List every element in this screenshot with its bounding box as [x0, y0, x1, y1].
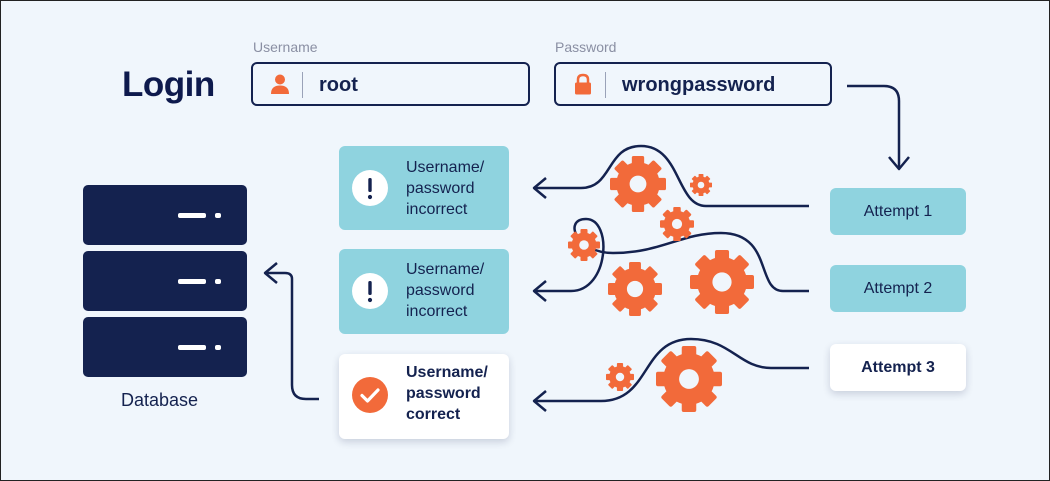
field-divider: [302, 72, 303, 98]
page-title: Login: [122, 65, 215, 104]
server-unit: [83, 185, 247, 245]
password-value: wrongpassword: [622, 74, 776, 96]
attempt-1-box: Attempt 1: [830, 188, 966, 235]
flow-path-3: [535, 337, 809, 403]
gear-icon: [660, 207, 694, 241]
exclamation-icon: [352, 273, 388, 309]
arrowhead-left-1: [532, 177, 547, 199]
username-label: Username: [253, 39, 318, 55]
gear-icon: [690, 174, 712, 196]
username-field[interactable]: root: [251, 62, 530, 106]
lock-icon: [575, 73, 591, 95]
field-divider: [605, 72, 606, 98]
server-unit: [83, 251, 247, 311]
password-label: Password: [555, 39, 617, 55]
gear-icon: [610, 156, 666, 212]
attempt-2-box: Attempt 2: [830, 265, 966, 312]
gear-icon: [656, 346, 722, 412]
server-unit: [83, 317, 247, 377]
arrowhead-left-2: [532, 280, 547, 302]
user-icon: [271, 74, 289, 94]
flow-path-2: [535, 217, 809, 293]
flow-path-1: [535, 144, 809, 208]
checkmark-icon: [352, 377, 388, 413]
password-field[interactable]: wrongpassword: [554, 62, 832, 106]
gear-icon: [568, 229, 600, 261]
gear-icon: [690, 250, 754, 314]
exclamation-icon: [352, 170, 388, 206]
database-label: Database: [121, 390, 199, 410]
attempt-3-box: Attempt 3: [830, 344, 966, 391]
username-value: root: [319, 74, 358, 96]
password-to-attempt-arrow: [847, 84, 901, 167]
arrowhead-left-3: [532, 390, 547, 412]
arrowhead-left-db: [263, 262, 278, 284]
gear-icon: [606, 363, 634, 391]
result-to-database-arrow: [267, 271, 319, 401]
arrowhead-down: [888, 156, 910, 171]
gear-icon: [608, 262, 662, 316]
